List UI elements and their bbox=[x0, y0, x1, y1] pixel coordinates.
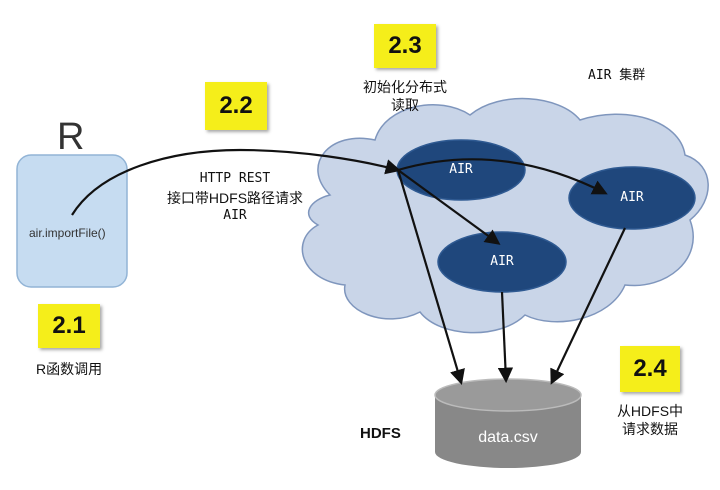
hdfs-label: HDFS bbox=[360, 425, 401, 442]
cluster-name: AIR 集群 bbox=[588, 68, 646, 83]
step-2-3-badge: 2.3 bbox=[374, 24, 436, 68]
client-box bbox=[16, 154, 128, 288]
hdfs-file-label: data.csv bbox=[478, 429, 538, 446]
step-2-3-line-2: 读取 bbox=[391, 97, 419, 113]
arrow-client-to-air bbox=[71, 148, 401, 216]
step-2-4-line-2: 请求数据 bbox=[622, 421, 678, 437]
client-letter: R bbox=[57, 116, 85, 158]
step-2-3-line-1: 初始化分布式 bbox=[363, 79, 447, 95]
arrow-node3-to-hdfs bbox=[497, 291, 514, 384]
arrow-air-to-node2 bbox=[397, 158, 608, 195]
step-2-2-badge: 2.2 bbox=[205, 82, 267, 130]
air-node-3-label: AIR bbox=[490, 254, 514, 269]
client-call-label: air.importFile() bbox=[29, 226, 106, 240]
step-2-4-badge: 2.4 bbox=[620, 346, 680, 392]
arrow-node2-to-hdfs bbox=[550, 227, 626, 385]
request-line-3: AIR bbox=[223, 208, 247, 223]
request-line-1: HTTP REST bbox=[199, 171, 271, 186]
arrow-node1-to-hdfs bbox=[396, 169, 465, 385]
request-line-2: 接口带HDFS路径请求 bbox=[166, 190, 304, 206]
step-2-1-desc: R函数调用 bbox=[36, 361, 103, 377]
arrow-air-to-node3 bbox=[397, 169, 501, 245]
step-2-1-badge: 2.1 bbox=[38, 304, 100, 348]
step-2-4-line-1: 从HDFS中 bbox=[616, 403, 684, 419]
air-node-1-label: AIR bbox=[449, 162, 473, 177]
hdfs-cylinder bbox=[434, 378, 582, 468]
air-node-2-label: AIR bbox=[620, 190, 644, 205]
